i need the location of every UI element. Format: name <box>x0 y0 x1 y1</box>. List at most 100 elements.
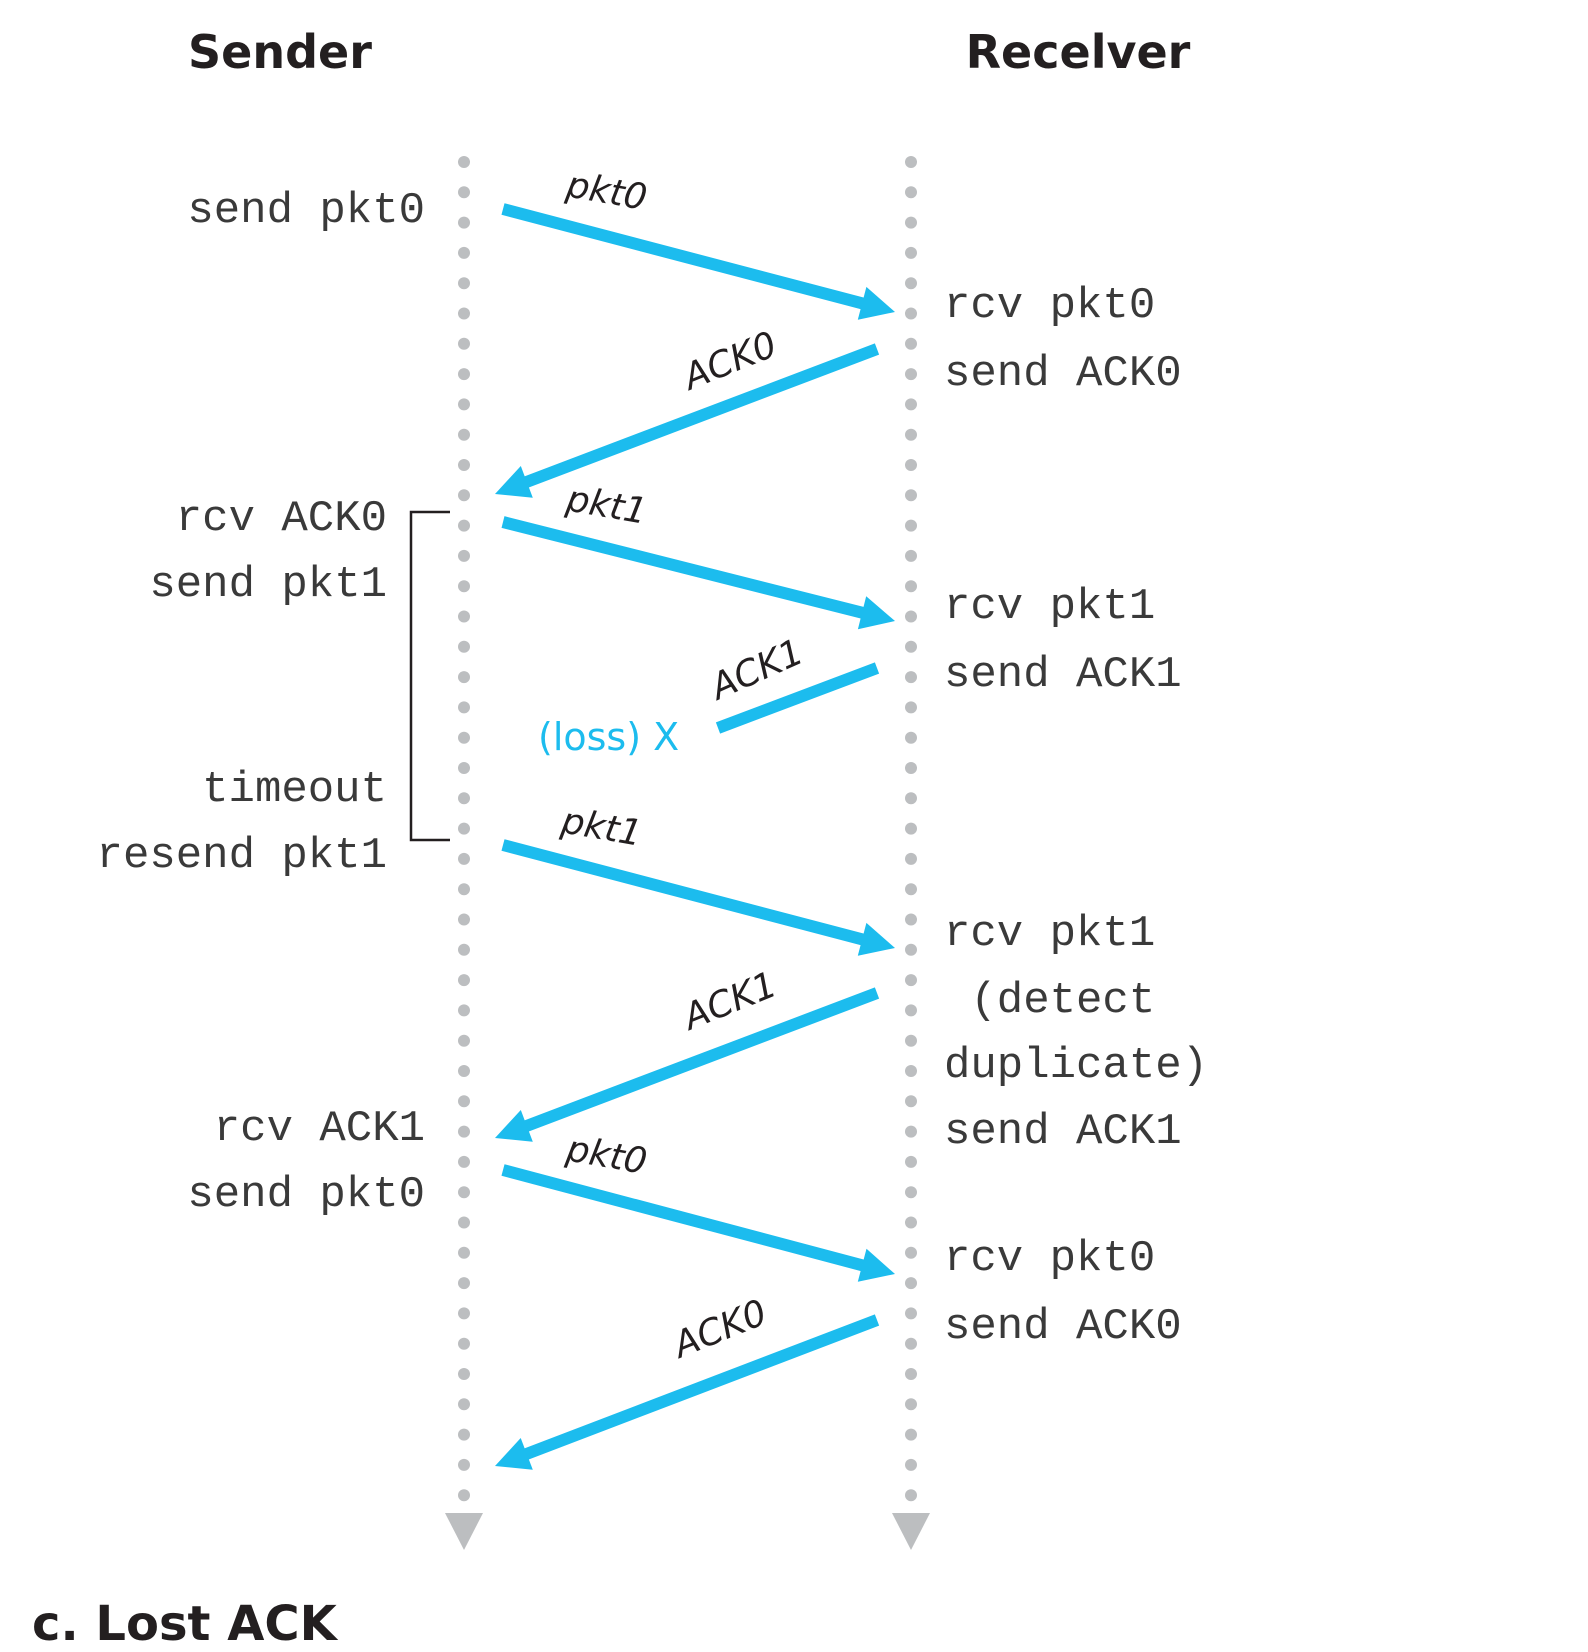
arrow-shaft <box>518 343 880 490</box>
arrow-shaft <box>501 516 871 621</box>
timeline-dot <box>458 1246 470 1259</box>
receiver-event-line: duplicate) <box>944 1041 1208 1091</box>
sender-event-line: rcv ACK1 <box>214 1104 425 1154</box>
timeline-dot <box>905 883 917 896</box>
timeline-dot <box>458 337 470 350</box>
timeline-dot <box>905 1246 917 1259</box>
timeline-dot <box>458 1034 470 1047</box>
sender-header: Sender <box>188 25 372 79</box>
timeline-dot <box>905 1307 917 1320</box>
timeline-dot <box>905 1458 917 1471</box>
timeline-dot <box>458 1337 470 1350</box>
timeline-dot <box>458 640 470 653</box>
receiver-events: rcv pkt0 send ACK0 rcv pkt1 send ACK1 rc… <box>944 281 1208 1352</box>
timeline-dot <box>458 883 470 896</box>
arrowhead-icon <box>495 1438 533 1470</box>
timeline-dot <box>905 216 917 229</box>
timeline-dot <box>905 1155 917 1168</box>
message-ack1-receiver-to-sender: ACK1 <box>703 632 880 734</box>
timeline-dot <box>905 1065 917 1077</box>
timeline-dot <box>458 1125 470 1138</box>
timeline-dot <box>905 701 917 714</box>
timeline-dot <box>458 216 470 229</box>
timeline-dot <box>905 368 917 381</box>
receiver-event-line: (detect <box>944 976 1155 1026</box>
message-label: ACK0 <box>666 1292 772 1367</box>
timeline-dot <box>905 186 917 199</box>
timeline-dot <box>905 913 917 926</box>
receiver-event-line: rcv pkt0 <box>944 281 1155 331</box>
timeline-dot <box>458 519 470 532</box>
arrow-shaft <box>501 1164 871 1273</box>
timeline-dot <box>905 1004 917 1017</box>
timeline-dot <box>458 307 470 320</box>
timeline-dot <box>905 428 917 441</box>
timeline-dot <box>458 489 470 502</box>
sender-timeline <box>445 156 483 1550</box>
receiver-timeline <box>892 156 930 1550</box>
timeline-end-arrow-icon <box>892 1513 930 1550</box>
timeline-dot <box>905 489 917 502</box>
message-label: pkt0 <box>562 164 650 219</box>
timeline-dot <box>458 1155 470 1168</box>
timeline-dot <box>458 1065 470 1077</box>
arrow-shaft <box>501 839 871 947</box>
message-pkt0-sender-to-receiver: pkt0 <box>501 164 895 320</box>
timeline-dot <box>458 156 470 168</box>
timeline-dot <box>458 1458 470 1471</box>
timeline-dot <box>458 1307 470 1320</box>
timeline-dot <box>905 822 917 835</box>
message-label: pkt1 <box>557 800 645 855</box>
timeline-dot <box>458 428 470 441</box>
receiver-event-line: rcv pkt1 <box>944 909 1155 959</box>
message-pkt0-sender-to-receiver: pkt0 <box>501 1128 895 1282</box>
timeline-dot <box>905 1277 917 1290</box>
arrow-shaft <box>518 987 880 1134</box>
receiver-event-line: send ACK0 <box>944 349 1182 399</box>
message-ack0-receiver-to-sender: ACK0 <box>495 1292 880 1470</box>
arrow-shaft <box>715 662 880 734</box>
sender-events: send pkt0 rcv ACK0 send pkt1 timeout res… <box>97 186 425 1220</box>
timeline-dot <box>905 307 917 320</box>
timeline-dot <box>458 913 470 926</box>
timeline-dot <box>905 519 917 532</box>
arrowhead-icon <box>857 286 895 320</box>
timeline-dot <box>458 186 470 199</box>
timeline-dot <box>905 277 917 290</box>
receiver-event-line: send ACK1 <box>944 650 1182 700</box>
timeline-dot <box>458 1398 470 1411</box>
timeline-dot <box>905 640 917 653</box>
message-label: pkt0 <box>562 1128 650 1183</box>
timeline-dot <box>905 974 917 987</box>
timeline-dot <box>458 549 470 562</box>
receiver-header: Recelver <box>966 25 1191 79</box>
sender-event-line: resend pkt1 <box>97 831 387 881</box>
timeline-dot <box>905 580 917 593</box>
timeline-dot <box>905 943 917 956</box>
timeline-dot <box>905 1216 917 1229</box>
receiver-event-line: rcv pkt0 <box>944 1234 1155 1284</box>
timeline-dot <box>458 1095 470 1108</box>
timeline-dot <box>905 156 917 168</box>
sender-event-line: timeout <box>202 765 387 815</box>
arrow-shaft <box>501 203 871 311</box>
timeline-dot <box>905 792 917 805</box>
timeline-dot <box>458 943 470 956</box>
sender-event-line: send pkt0 <box>187 1170 425 1220</box>
receiver-event-line: send ACK0 <box>944 1302 1182 1352</box>
timeline-dot <box>905 1368 917 1380</box>
message-ack1-receiver-to-sender: ACK1 <box>495 964 880 1142</box>
timeline-dot <box>458 610 470 623</box>
timeline-dot <box>905 852 917 865</box>
timeline-dot <box>458 671 470 684</box>
timeline-dot <box>905 731 917 744</box>
timeline-dot <box>458 701 470 714</box>
message-label: pkt1 <box>562 478 650 533</box>
timeline-dot <box>905 1398 917 1411</box>
timeline-dot <box>905 1125 917 1138</box>
timeline-dot <box>905 762 917 774</box>
timeline-dot <box>905 1337 917 1350</box>
timeline-dot <box>458 1428 470 1441</box>
